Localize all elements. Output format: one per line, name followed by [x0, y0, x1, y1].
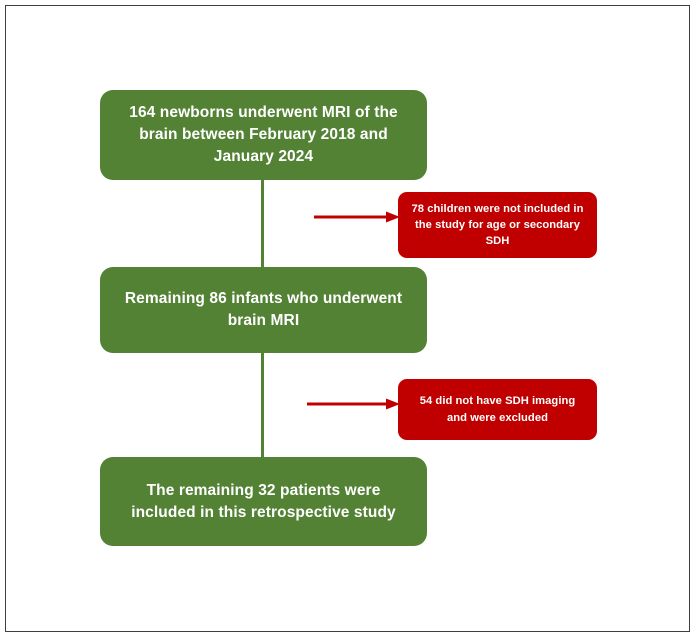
right-arrow-icon-exclusion-1	[314, 210, 400, 224]
connector-enrolled-to-remaining	[261, 180, 264, 267]
flow-node-remaining-86[interactable]: Remaining 86 infants who underwent brain…	[100, 267, 427, 353]
flow-node-enrolled-label: 164 newborns underwent MRI of the brain …	[129, 104, 398, 165]
connector-remaining-to-final	[261, 353, 264, 457]
exclusion-node-54-label: 54 did not have SDH imaging and were exc…	[419, 395, 576, 424]
exclusion-node-78[interactable]: 78 children were not included in the stu…	[398, 192, 597, 258]
right-arrow-icon-exclusion-2	[307, 397, 400, 411]
flow-node-remaining-86-label: Remaining 86 infants who underwent brain…	[124, 290, 403, 329]
flow-node-final-32-label: The remaining 32 patients were included …	[131, 481, 396, 521]
flow-node-enrolled[interactable]: 164 newborns underwent MRI of the brain …	[100, 90, 427, 180]
flow-node-final-32[interactable]: The remaining 32 patients were included …	[100, 457, 427, 546]
exclusion-node-78-label: 78 children were not included in the stu…	[411, 202, 584, 248]
exclusion-node-54[interactable]: 54 did not have SDH imaging and were exc…	[398, 379, 597, 440]
